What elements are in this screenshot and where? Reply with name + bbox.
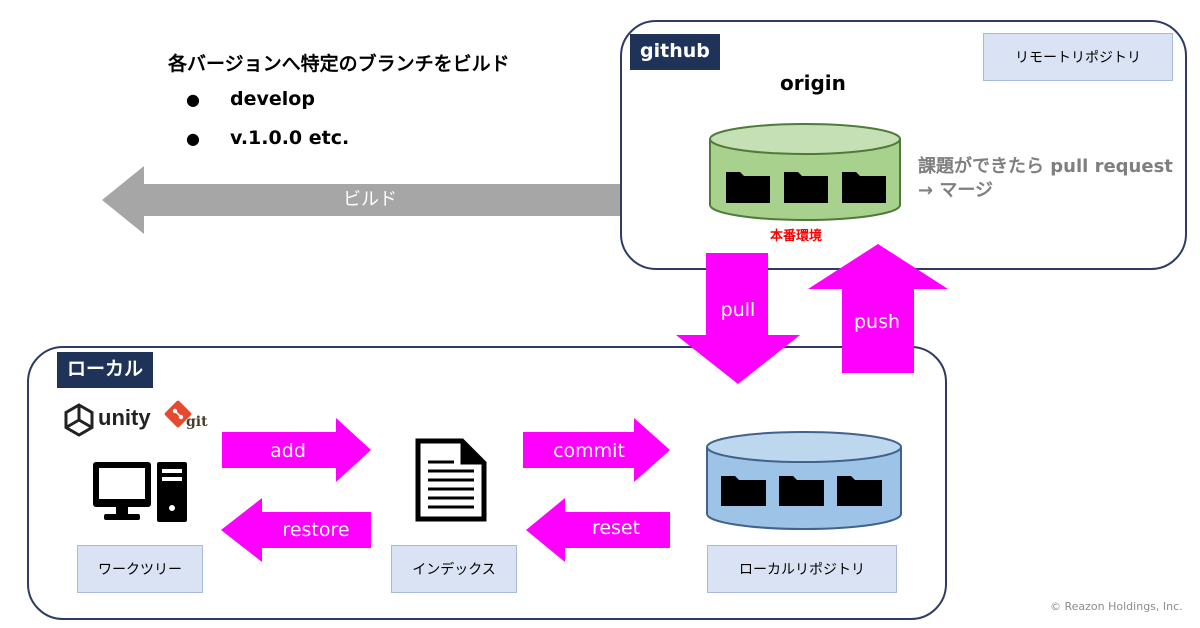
build-arrow-label: ビルド — [343, 189, 397, 210]
worktree-label: ワークツリー — [77, 545, 203, 593]
local-tag: ローカル — [57, 352, 154, 388]
commit-arrow-label: commit — [553, 440, 625, 462]
bullet-version: ● v.1.0.0 etc. — [186, 127, 349, 149]
local-repo-label: ローカルリポジトリ — [707, 545, 897, 593]
bullet-dot-icon: ● — [186, 128, 200, 148]
pull-request-note-line1: 課題ができたら pull request — [918, 156, 1173, 177]
restore-arrow-label: restore — [282, 519, 350, 541]
copyright-text: © Reazon Holdings, Inc. — [1050, 600, 1183, 613]
bullet-dot-icon: ● — [186, 89, 200, 109]
add-arrow-label: add — [270, 440, 306, 462]
git-logo-text: git — [186, 414, 208, 430]
origin-label: origin — [780, 71, 846, 95]
bullet-develop: ● develop — [186, 88, 315, 110]
pull-arrow-label: pull — [720, 299, 756, 321]
pull-request-note-line2: → マージ — [918, 180, 993, 201]
bullet-text: develop — [230, 88, 315, 110]
remote-repo-label: リモートリポジトリ — [983, 33, 1173, 81]
index-label: インデックス — [391, 545, 517, 593]
heading-build-branches: 各バージョンへ特定のブランチをビルド — [168, 53, 510, 75]
bullet-text: v.1.0.0 etc. — [230, 127, 350, 149]
reset-arrow-label: reset — [591, 517, 641, 539]
production-caption: 本番環境 — [770, 229, 823, 244]
unity-logo-text: unity — [98, 405, 151, 430]
push-arrow-label: push — [853, 311, 901, 333]
remote-tag: github — [630, 34, 720, 70]
